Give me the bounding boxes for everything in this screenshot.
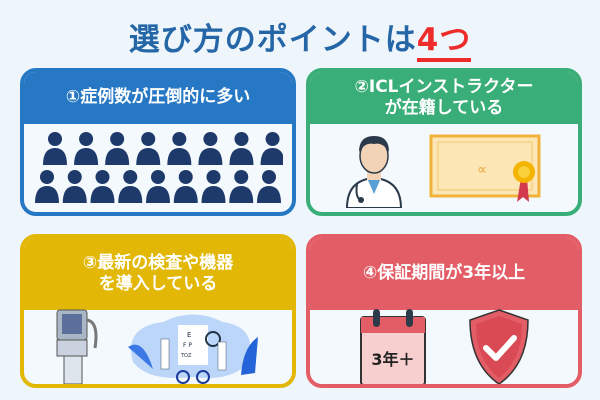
person-icon bbox=[173, 170, 198, 203]
title-highlight: 4つ bbox=[416, 22, 472, 62]
person-icon bbox=[201, 170, 226, 203]
person-icon bbox=[229, 170, 254, 203]
person-icon bbox=[118, 170, 143, 203]
person-icon bbox=[198, 132, 223, 165]
card-header: ③最新の検査や機器を導入している bbox=[24, 238, 292, 310]
card-header: ④保証期間が3年以上 bbox=[310, 238, 578, 310]
svg-text:E: E bbox=[187, 331, 191, 339]
person-icon bbox=[62, 170, 87, 203]
person-icon bbox=[43, 132, 67, 165]
calendar-icon: 3年＋ bbox=[360, 309, 426, 384]
svg-text:3年＋: 3年＋ bbox=[371, 350, 414, 369]
person-icon bbox=[90, 170, 115, 203]
doctor-icon bbox=[345, 136, 403, 208]
svg-text:∝: ∝ bbox=[477, 162, 487, 178]
tonometer-icon bbox=[56, 309, 98, 384]
shield-check-icon bbox=[469, 309, 529, 384]
point-card-latest-equipment: ③最新の検査や機器を導入している E F P TOZ bbox=[20, 234, 296, 388]
card-header: ①症例数が圧倒的に多い bbox=[24, 72, 292, 124]
card-header: ②ICLインストラクターが在籍している bbox=[310, 72, 578, 124]
point-card-warranty: ④保証期間が3年以上 3年＋ bbox=[306, 234, 582, 388]
page-title: 選び方のポイントは4つ bbox=[0, 14, 600, 62]
point-card-icl-instructor: ②ICLインストラクターが在籍している ∝ bbox=[306, 68, 582, 216]
person-icon bbox=[229, 132, 254, 165]
person-icon bbox=[257, 170, 281, 203]
person-icon bbox=[167, 132, 192, 165]
svg-text:F P: F P bbox=[183, 342, 192, 349]
point-card-case-count: ①症例数が圧倒的に多い bbox=[20, 68, 296, 216]
person-icon bbox=[136, 132, 161, 165]
certificate-icon: ∝ bbox=[429, 134, 541, 202]
person-icon bbox=[35, 170, 59, 203]
eye-exam-illustration: E F P TOZ bbox=[128, 314, 258, 384]
person-icon bbox=[105, 132, 130, 165]
person-icon bbox=[74, 132, 99, 165]
person-icon bbox=[260, 132, 283, 165]
crowd-icon bbox=[35, 132, 283, 203]
svg-text:TOZ: TOZ bbox=[180, 353, 192, 359]
person-icon bbox=[146, 170, 170, 203]
